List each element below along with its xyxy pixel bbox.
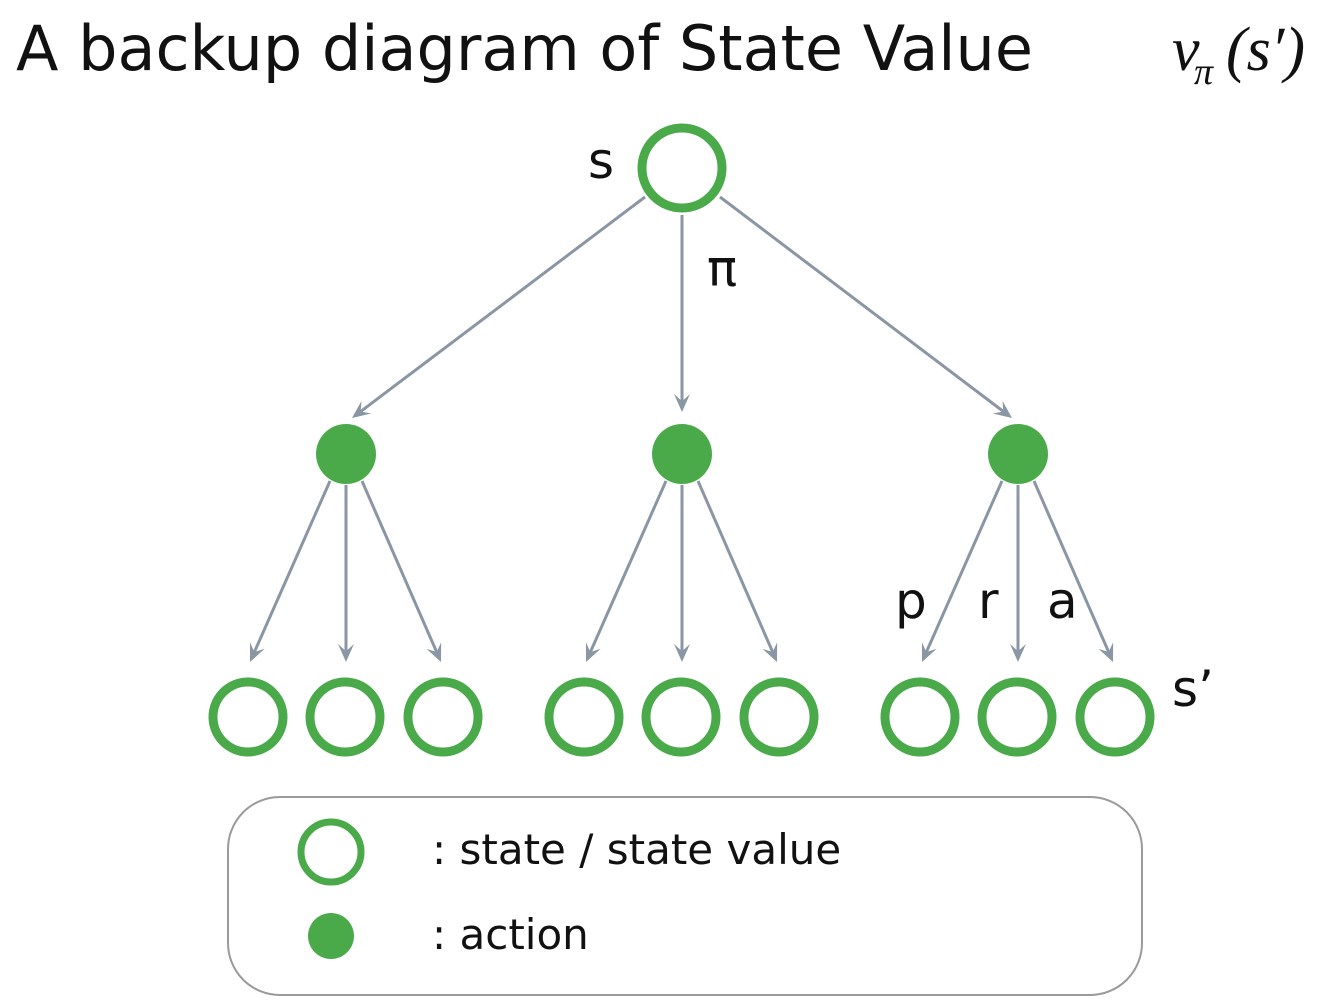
edge-action3-state3: [1032, 480, 1114, 662]
edge-root-action-2: [674, 215, 690, 412]
arrowhead-icon: [674, 394, 690, 412]
next-state-label: s’: [1172, 660, 1214, 718]
arrowhead-icon: [338, 644, 354, 662]
legend: : state / state value : action: [227, 796, 1143, 996]
next-state-node-7: [880, 677, 960, 757]
title-math-v: v: [1172, 16, 1200, 84]
edge-root-action-3: [719, 195, 1012, 418]
action-node-3: [988, 424, 1048, 484]
arrowhead-icon: [992, 400, 1012, 418]
arrowhead-icon: [921, 642, 937, 662]
action-node-2: [652, 424, 712, 484]
transition-label-p: p: [895, 572, 927, 630]
edge-action1-state1: [249, 480, 332, 662]
next-state-node-6: [739, 677, 819, 757]
legend-state-icon: [297, 818, 365, 886]
root-state-label: s: [588, 132, 614, 190]
arrowhead-icon: [426, 642, 442, 662]
edge-action1-state3: [360, 480, 442, 662]
arrowhead-icon: [1010, 644, 1026, 662]
edge-action2-state3: [696, 480, 778, 662]
edge-action2-state2: [674, 485, 690, 662]
edge-action2-state1: [585, 480, 668, 662]
edges: [249, 195, 1114, 662]
edge-action3-state1: [921, 480, 1004, 662]
title-math-subscript: π: [1194, 51, 1214, 93]
legend-state-text: : state / state value: [432, 825, 841, 874]
arrowhead-icon: [585, 642, 601, 662]
next-state-node-2: [305, 677, 385, 757]
next-state-node-5: [641, 677, 721, 757]
legend-box: [227, 796, 1143, 996]
arrowhead-icon: [762, 642, 778, 662]
root-state-node: [637, 123, 727, 213]
action-node-1: [316, 424, 376, 484]
arrowhead-icon: [674, 644, 690, 662]
next-state-node-1: [208, 677, 288, 757]
edge-action3-state2: [1010, 485, 1026, 662]
title-math-argument: (s′): [1226, 16, 1305, 84]
next-state-node-4: [544, 677, 624, 757]
arrowhead-icon: [1098, 642, 1114, 662]
arrowhead-icon: [249, 642, 265, 662]
legend-action-icon: [308, 913, 354, 959]
next-state-node-8: [977, 677, 1057, 757]
policy-label: π: [707, 240, 737, 298]
next-state-node-9: [1075, 677, 1155, 757]
legend-action-text: : action: [432, 910, 589, 959]
edge-action1-state2: [338, 485, 354, 662]
next-state-node-3: [403, 677, 483, 757]
transition-label-r: r: [978, 572, 999, 630]
arrowhead-icon: [352, 400, 372, 418]
nodes: [208, 123, 1155, 757]
diagram-title: A backup diagram of State Value: [16, 12, 1033, 85]
edge-root-action-1: [352, 195, 646, 418]
transition-label-a: a: [1047, 572, 1078, 630]
